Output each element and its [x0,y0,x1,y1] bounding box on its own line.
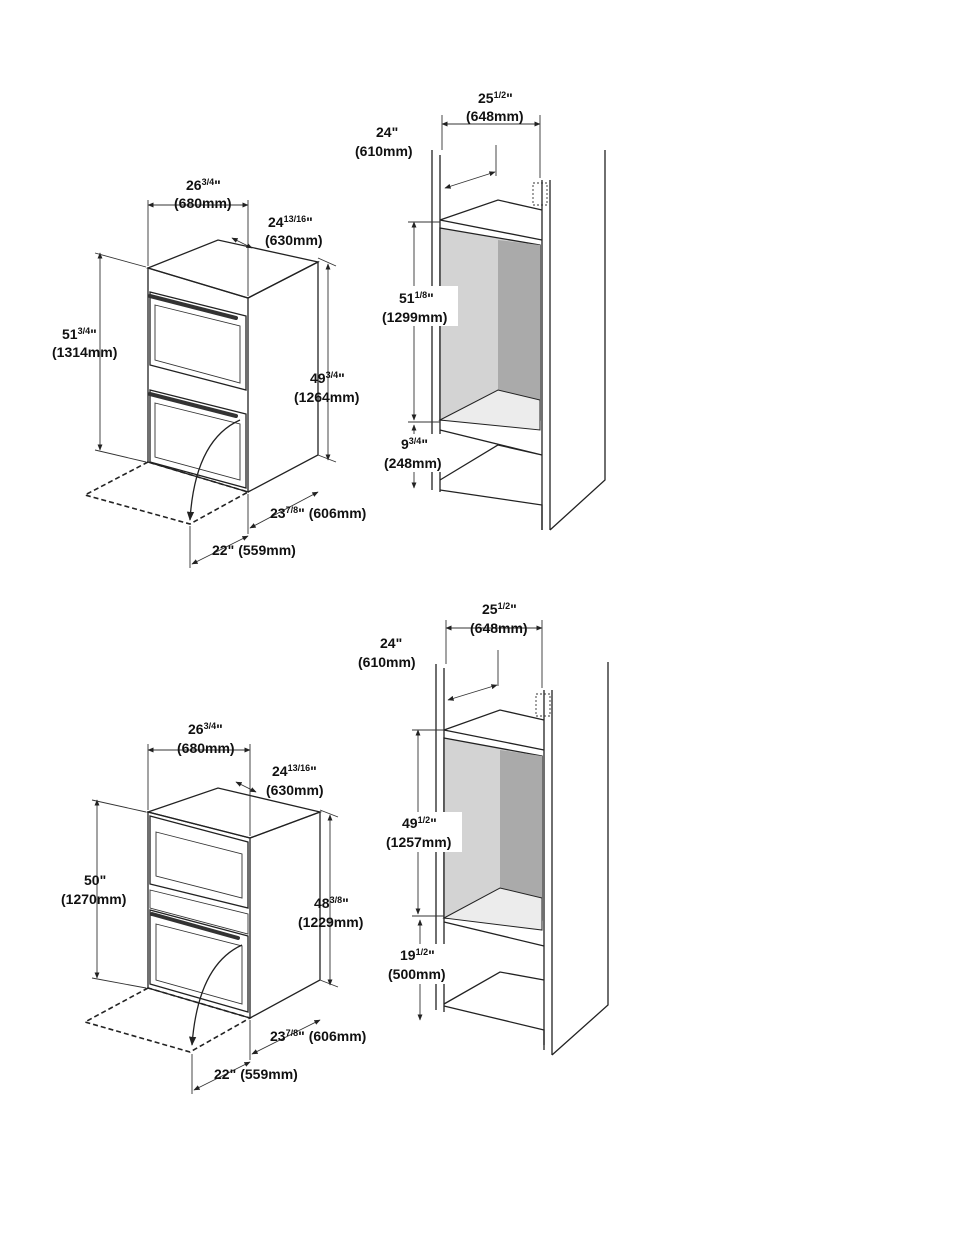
svg-text:(630mm): (630mm) [265,232,323,248]
top-oven-depth-label: 2413/16" (630mm) [265,214,323,248]
bottom-oven-overall-height-label: 50" (1270mm) [61,872,126,907]
bottom-oven-width-label: 263/4" (680mm) [177,721,235,756]
extension-line [320,980,338,987]
svg-text:(680mm): (680mm) [174,195,232,211]
door-swing-arc [190,420,240,520]
svg-text:22"(559mm): 22"(559mm) [212,542,296,558]
svg-text:(1299mm): (1299mm) [382,309,447,325]
svg-text:(1229mm): (1229mm) [298,914,363,930]
svg-text:(648mm): (648mm) [466,108,524,124]
top-oven-body-depth-label: 237/8"(606mm) [270,505,366,521]
extension-line [95,450,146,462]
cabinet-back-edge [552,662,608,1055]
hinge-detail [536,694,550,716]
extension-line [92,978,146,988]
top-cabinet-cutout-height-label: 511/8" (1299mm) [380,286,458,326]
bottom-oven-door-clearance-label: 22"(559mm) [214,1066,298,1082]
svg-text:(680mm): (680mm) [177,740,235,756]
extension-line [320,810,338,817]
svg-text:483/8": 483/8" [314,895,349,911]
door-swing-area [85,988,250,1052]
cabinet-back-edge [550,150,605,530]
top-cabinet-width-label: 251/2" (648mm) [466,90,524,124]
svg-text:50": 50" [84,872,106,888]
bottom-oven-body-depth-label: 237/8"(606mm) [270,1028,366,1044]
svg-text:237/8"(606mm): 237/8"(606mm) [270,505,366,521]
top-oven-width-label: 263/4" (680mm) [174,177,232,211]
upper-microwave-door [150,816,248,908]
extension-line [92,800,146,812]
cabinet-front-edge [542,180,550,530]
svg-text:251/2": 251/2" [478,90,513,106]
cabinet-front-edge [544,690,552,1055]
cabinet-lower-shelf [444,922,544,1004]
svg-text:(1270mm): (1270mm) [61,891,126,907]
svg-text:(500mm): (500mm) [388,966,446,982]
bottom-cabinet-cutout-height-label: 491/2" (1257mm) [384,812,462,852]
cabinet-depth-dimension-line [445,172,495,188]
svg-text:(610mm): (610mm) [355,143,413,159]
door-swing-arc [192,945,242,1045]
svg-text:237/8"(606mm): 237/8"(606mm) [270,1028,366,1044]
cabinet-depth-dimension-line [448,685,497,700]
bottom-cabinet-depth-label: 24" (610mm) [358,635,416,670]
top-cabinet-floor-height-label: 93/4" (248mm) [382,434,448,472]
cabinet-base [444,1006,544,1050]
oven-side-face [248,262,318,492]
svg-text:22"(559mm): 22"(559mm) [214,1066,298,1082]
top-oven-door-clearance-label: 22"(559mm) [212,542,296,558]
svg-text:(248mm): (248mm) [384,455,442,471]
svg-text:24": 24" [380,635,402,651]
cabinet-lower-shelf [440,430,542,480]
top-oven-body-height-label: 493/4" (1264mm) [294,370,359,405]
extension-line [318,455,336,462]
svg-text:(1264mm): (1264mm) [294,389,359,405]
bottom-cabinet-floor-height-label: 191/2" (500mm) [386,944,452,984]
svg-text:2413/16": 2413/16" [268,214,313,230]
svg-text:(1314mm): (1314mm) [52,344,117,360]
bottom-oven-body-height-label: 483/8" (1229mm) [298,895,363,930]
oven-depth-dimension-line [232,238,252,248]
svg-text:(610mm): (610mm) [358,654,416,670]
hinge-detail [533,183,547,205]
bottom-oven-depth-label: 2413/16" (630mm) [266,763,324,798]
svg-text:(1257mm): (1257mm) [386,834,451,850]
svg-text:251/2": 251/2" [482,601,517,617]
svg-text:263/4": 263/4" [186,177,221,193]
extension-line [95,253,146,267]
top-oven-overall-height-label: 513/4" (1314mm) [52,326,117,360]
svg-text:2413/16": 2413/16" [272,763,317,779]
svg-text:24": 24" [376,124,398,140]
bottom-cabinet-width-label: 251/2" (648mm) [470,601,528,636]
svg-text:513/4": 513/4" [62,326,97,342]
door-swing-area [85,462,248,524]
oven-front-face [148,268,248,492]
top-cabinet-depth-label: 24" (610mm) [355,124,413,159]
cutout-side-wall [498,240,540,400]
cutout-side-wall [500,750,542,898]
oven-depth-dimension-line [236,782,256,792]
svg-text:493/4": 493/4" [310,370,345,386]
extension-line [318,258,336,266]
svg-text:263/4": 263/4" [188,721,223,737]
svg-text:(630mm): (630mm) [266,782,324,798]
oven-top-face [148,240,318,298]
cabinet-base [440,490,542,530]
svg-text:(648mm): (648mm) [470,620,528,636]
